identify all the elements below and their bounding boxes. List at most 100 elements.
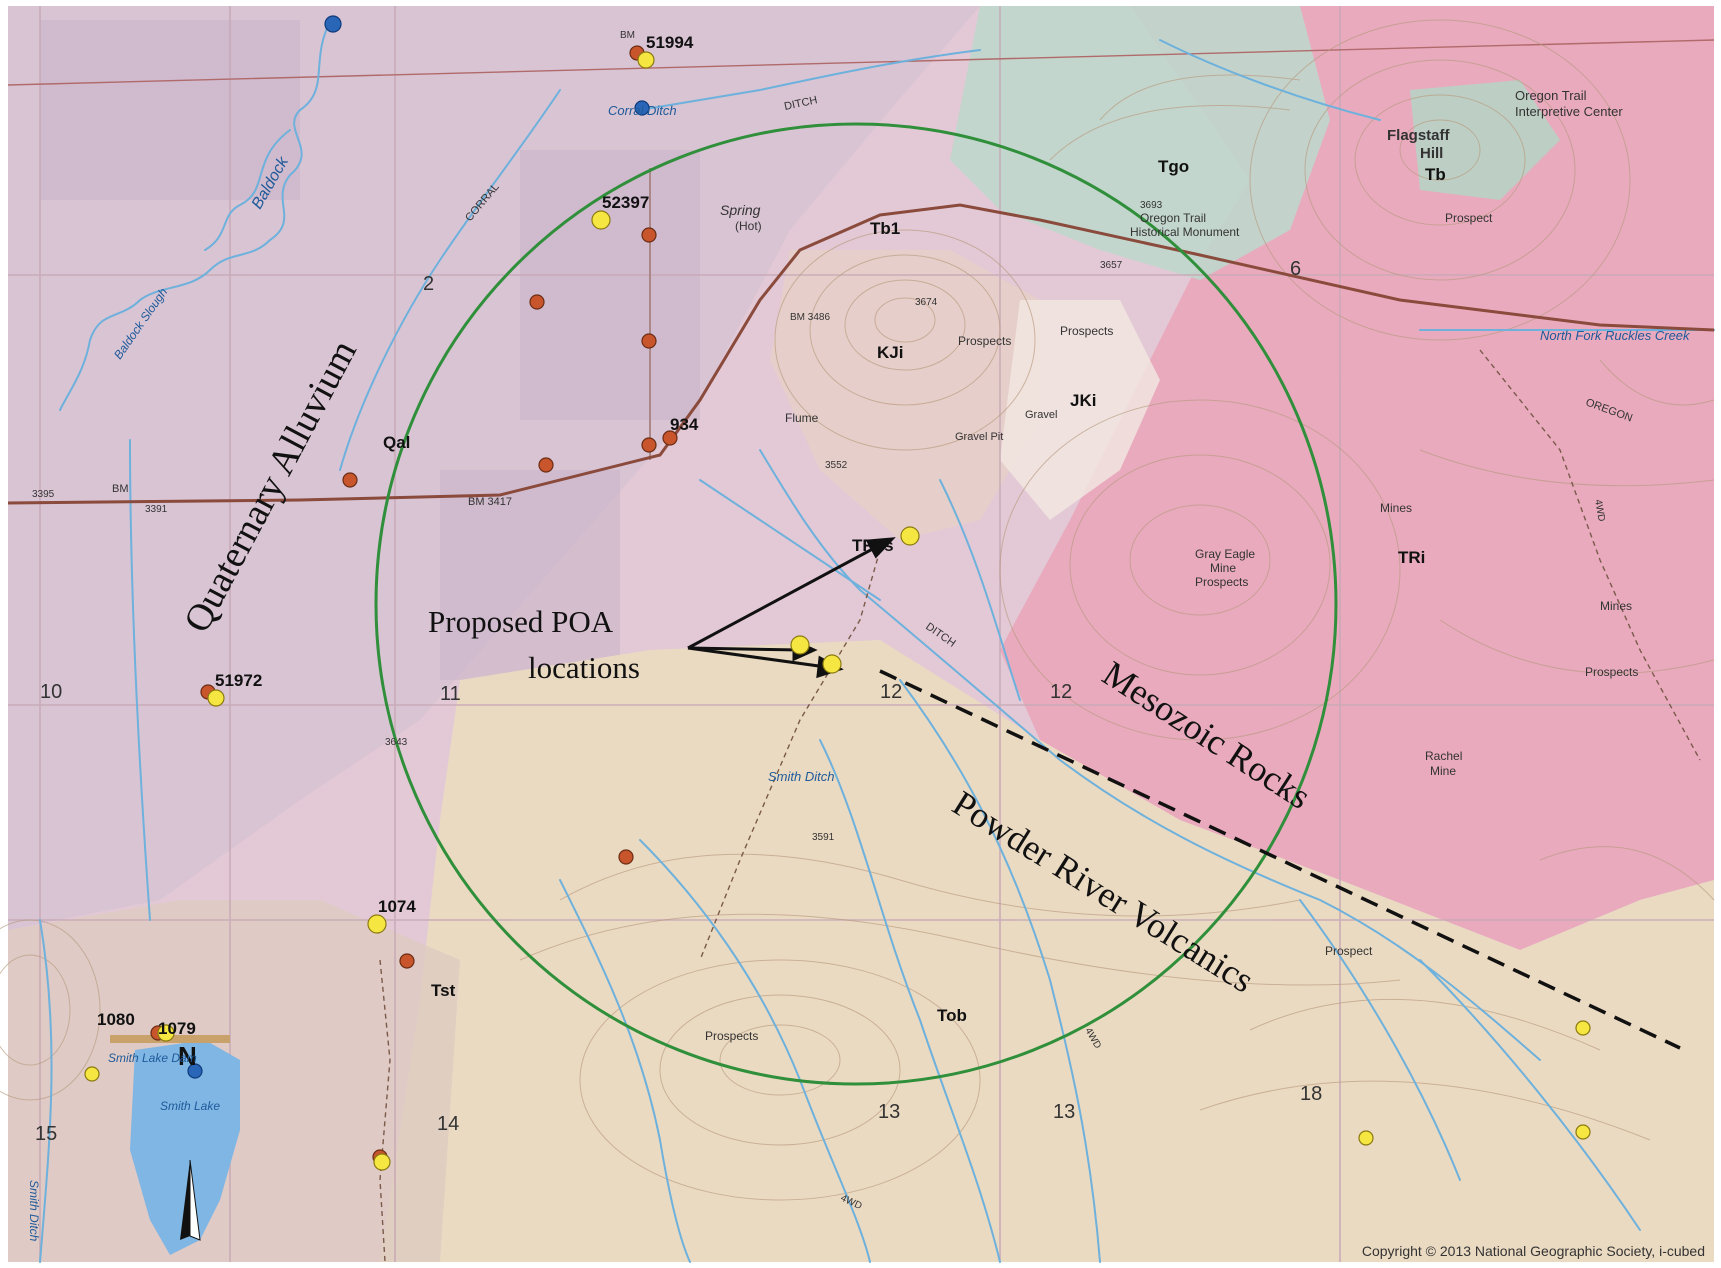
road-4wd-label-1: 4WD [1592, 499, 1607, 523]
kji-zone [770, 250, 1040, 540]
elev-3657: 3657 [1100, 260, 1123, 271]
section-10: 10 [40, 681, 62, 703]
section-2: 2 [423, 273, 434, 295]
tb-hill-zone [1410, 80, 1560, 200]
section-12a: 12 [880, 681, 902, 703]
unit-jki: JKi [1070, 391, 1096, 410]
bm3417-label: BM 3417 [468, 496, 512, 508]
unit-code-labels: Qal Tgo Tb Tb1 KJi JKi TRcs TRi Tst Tob [383, 157, 1446, 1025]
township-line [7, 39, 1715, 86]
smith-lake [130, 1040, 240, 1255]
rachel-line2: Mine [1430, 764, 1456, 778]
tgo-zone [950, 6, 1330, 280]
bm-label: BM [112, 483, 129, 495]
prospects-label-2: Prospects [1060, 324, 1113, 338]
section-14: 14 [437, 1113, 459, 1135]
smith-ditch-mid-label: Smith Ditch [768, 769, 834, 784]
section-12b: 12 [1050, 681, 1072, 703]
wells-yellow [84, 51, 1591, 1171]
gray-eagle-line2: Mine [1210, 561, 1236, 575]
unit-kji: KJi [877, 343, 903, 362]
elev-3591: 3591 [812, 832, 835, 843]
gravel-pit-label: Gravel Pit [955, 431, 1003, 443]
gray-eagle-line1: Gray Eagle [1195, 547, 1255, 561]
elev-3693: 3693 [1140, 200, 1163, 211]
mines-label-2: Mines [1600, 599, 1632, 613]
well-51994: 51994 [646, 33, 694, 52]
well-1074: 1074 [378, 897, 416, 916]
well-51972: 51972 [215, 671, 262, 690]
jki-zone [1000, 300, 1160, 520]
north-fork-label: North Fork Ruckles Creek [1540, 328, 1691, 343]
rachel-line1: Rachel [1425, 749, 1462, 763]
hill-label: Hill [1420, 145, 1443, 162]
section-numbers: 2 6 10 11 12 12 13 13 14 15 18 [35, 258, 1322, 1145]
well-1079: 1079 [158, 1019, 196, 1038]
hot-label: (Hot) [735, 219, 762, 233]
wells-blue [187, 15, 650, 1079]
north-arrow-icon: N [178, 1041, 201, 1241]
historical-monument-line1: Oregon Trail [1140, 211, 1206, 225]
prospects-label-5: Prospects [705, 1029, 758, 1043]
elev-3552: 3552 [825, 460, 848, 471]
poa-radius-circle [374, 122, 1338, 1086]
section-6: 6 [1290, 258, 1301, 280]
annotation-line1: Proposed POA [428, 604, 614, 639]
bm3486-label: BM 3486 [790, 312, 830, 323]
copyright-text: Copyright © 2013 National Geographic Soc… [1362, 1243, 1705, 1259]
unit-trcs: TRcs [852, 536, 894, 555]
flagstaff-label: Flagstaff [1387, 127, 1451, 144]
place-labels: Flagstaff Hill Oregon Trail Interpretive… [27, 30, 1691, 1242]
well-934: 934 [670, 415, 699, 434]
dirt-road-2 [699, 549, 881, 961]
well-52397: 52397 [602, 193, 649, 212]
elev-3674: 3674 [915, 297, 938, 308]
elev-3395: 3395 [32, 489, 55, 500]
oregon-trail-center-line1: Oregon Trail [1515, 88, 1587, 103]
elev-3643: 3643 [385, 737, 408, 748]
unit-tb1: Tb1 [870, 219, 900, 238]
corral-ditch-stream [639, 49, 981, 111]
section-13a: 13 [878, 1101, 900, 1123]
unit-tri: TRi [1398, 548, 1425, 567]
oregon-trail-center-line2: Interpretive Center [1515, 104, 1623, 119]
bm-top-label: BM [620, 30, 635, 41]
unit-tst: Tst [431, 981, 456, 1000]
geologic-contact-line [879, 669, 1681, 1050]
unit-qal: Qal [383, 433, 410, 452]
alluvium-darker-patches [40, 20, 700, 680]
baldock-slough [59, 21, 331, 411]
elev-3391: 3391 [145, 504, 168, 515]
unit-tb: Tb [1425, 165, 1446, 184]
historical-monument-line2: Historical Monument [1130, 225, 1240, 239]
mesozoic-rocks-zone [1000, 6, 1714, 950]
smith-ditch-left-label: Smith Ditch [27, 1180, 41, 1242]
prospects-label-3: Prospects [1195, 575, 1248, 589]
prospect-label-1: Prospect [1445, 211, 1493, 225]
wells [84, 15, 1591, 1171]
prospects-label-4: Prospects [1585, 665, 1638, 679]
spring-label: Spring [720, 202, 761, 218]
mines-label-1: Mines [1380, 501, 1412, 515]
flume-label: Flume [785, 411, 819, 425]
smith-lake-label: Smith Lake [160, 1099, 220, 1113]
smith-lake-dam-label: Smith Lake Dam [108, 1051, 197, 1065]
prospects-label-1: Prospects [958, 334, 1011, 348]
elevation-labels: 3395 3391 3552 3591 3643 3674 3693 3657 [32, 200, 1163, 843]
highway-road [7, 203, 1715, 505]
section-11: 11 [440, 683, 461, 705]
well-id-labels: 51994 52397 934 51972 1074 1080 1079 [97, 33, 699, 1038]
annotation-line2: locations [528, 650, 640, 685]
unit-tob: Tob [937, 1006, 967, 1025]
section-18: 18 [1300, 1083, 1322, 1105]
dirt-road-3 [379, 959, 391, 1263]
corral-ditch-label: Corral Ditch [608, 103, 677, 118]
contour-lines [0, 19, 1715, 1201]
north-letter: N [178, 1041, 197, 1071]
gravel-label: Gravel [1025, 409, 1057, 421]
dirt-road-1 [1479, 349, 1701, 761]
unit-tgo: Tgo [1158, 157, 1189, 176]
section-15: 15 [35, 1123, 57, 1145]
prospect-label-2: Prospect [1325, 944, 1373, 958]
